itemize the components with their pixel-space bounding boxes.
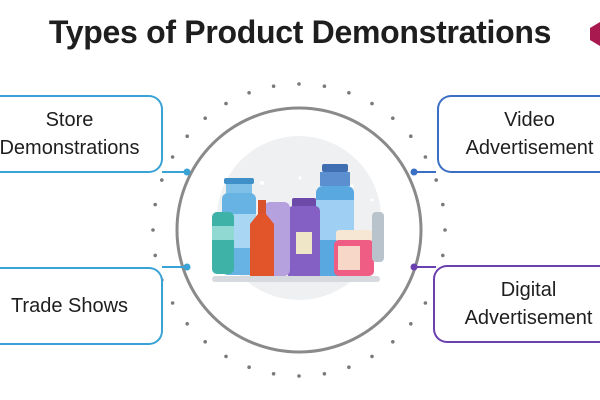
ring-dot: [247, 365, 251, 370]
hexagon-logo-icon: [590, 22, 600, 46]
ring-dot: [434, 178, 439, 182]
ring-dot: [185, 322, 189, 326]
node-trade-shows-line1: Trade Shows: [10, 295, 129, 317]
ring-dot: [443, 228, 447, 232]
ring-dot: [153, 253, 157, 258]
ring-dot: [409, 322, 413, 326]
node-store-demonstrations: Store Demonstrations: [0, 95, 163, 173]
node-digital-advertisement-line2: Advertisement: [464, 307, 593, 329]
ring-dot: [185, 134, 189, 138]
ring-dot: [347, 365, 351, 370]
ring-dot: [322, 84, 327, 88]
ring-dot: [247, 91, 251, 95]
ring-dot: [297, 374, 301, 378]
connector-dot-top-right: [410, 168, 418, 176]
connector-dot-bottom-right: [410, 263, 418, 271]
ring-dot: [224, 354, 228, 359]
ring-dot: [441, 202, 445, 207]
node-video-advertisement-line1: Video: [504, 109, 555, 131]
ring-dot: [151, 228, 155, 232]
node-trade-shows: Trade Shows: [0, 267, 163, 345]
ring-dot: [153, 202, 157, 207]
ring-dot: [347, 91, 351, 95]
ring-dot: [370, 101, 374, 106]
cosmetic-products-illustration: [212, 164, 384, 282]
ring-dot: [409, 134, 413, 138]
node-video-advertisement-line2: Advertisement: [465, 137, 594, 159]
ring-dot: [322, 372, 327, 376]
ring-dot: [271, 84, 276, 88]
ring-dot: [370, 354, 374, 359]
ring-dot: [297, 82, 301, 86]
ring-dot: [224, 101, 228, 106]
node-digital-advertisement-line1: Digital: [500, 279, 557, 301]
ring-dot: [391, 340, 395, 344]
ring-dot: [391, 116, 395, 120]
ring-dot: [170, 301, 175, 305]
ring-dot: [170, 155, 175, 159]
ring-dot: [203, 340, 207, 344]
node-store-demonstrations-line2: Demonstrations: [0, 137, 140, 159]
ring-dot: [160, 178, 164, 182]
node-store-demonstrations-line1: Store: [45, 109, 94, 131]
node-digital-advertisement: Digital Advertisement: [433, 265, 600, 343]
ring-dot: [423, 155, 428, 159]
center-ring: [175, 106, 423, 354]
page-title: Types of Product Demonstrations: [48, 14, 552, 50]
ring-dot: [203, 116, 207, 120]
connector-dot-top-left: [183, 168, 191, 176]
ring-dot: [441, 253, 445, 258]
ring-dot: [271, 372, 276, 376]
connector-dot-bottom-left: [183, 263, 191, 271]
node-video-advertisement: Video Advertisement: [437, 95, 600, 173]
dotted-ring: [151, 82, 447, 378]
ring-dot: [423, 301, 428, 305]
